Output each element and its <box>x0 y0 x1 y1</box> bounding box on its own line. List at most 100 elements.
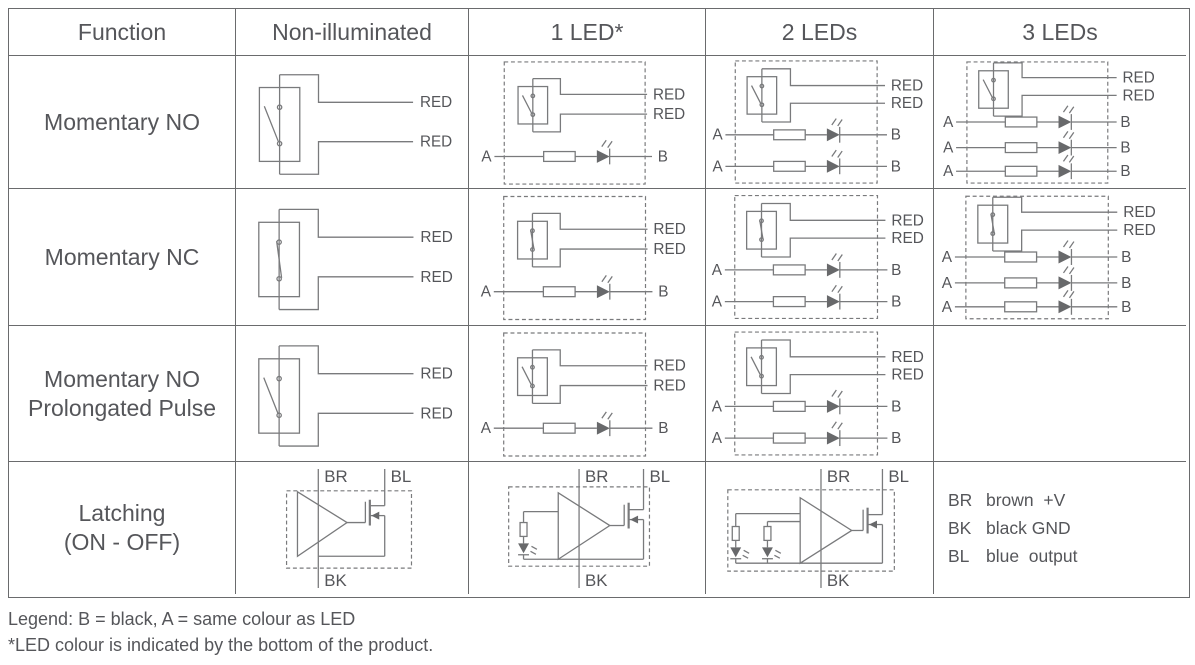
wires <box>522 469 645 588</box>
wire-label-b: B <box>1121 249 1131 266</box>
resistor-led-symbol <box>1004 289 1075 316</box>
wire-label-bk: BK <box>827 571 850 590</box>
resistor-led-symbol <box>542 411 613 437</box>
cell-momentary-nc-non-illuminated: RED RED <box>236 189 469 326</box>
wire-label-red: RED <box>420 134 452 151</box>
wires <box>493 349 653 429</box>
wire-label-b: B <box>1120 163 1130 180</box>
row-label-text-line1: Latching <box>78 500 166 527</box>
header-3-leds-label: 3 LEDs <box>1022 18 1098 45</box>
wire-label-b: B <box>1120 114 1130 131</box>
legend-desc: blue output <box>986 545 1078 566</box>
wire-label-bl: BL <box>888 467 909 486</box>
legend-desc: brown +V <box>986 489 1066 510</box>
wire-label-b: B <box>891 430 901 447</box>
header-3-leds: 3 LEDs <box>934 9 1186 56</box>
switch-nc-symbol <box>745 202 778 258</box>
diagram-latching-2-leds: BR BL BK <box>727 467 909 590</box>
wire-label-a: A <box>712 398 723 415</box>
dashed-enclosure <box>734 331 879 456</box>
footer-legend: Legend: B = black, A = same colour as LE… <box>8 606 433 658</box>
switch-nc-symbol <box>977 196 1009 252</box>
legend-desc: black GND <box>986 517 1071 538</box>
wire-label-a: A <box>712 158 723 175</box>
wire-label-b: B <box>891 398 901 415</box>
wire-label-b: B <box>891 127 901 144</box>
wire-label-red: RED <box>653 221 685 238</box>
cell-momentary-no-2-leds: RED RED A B A B <box>706 56 934 189</box>
switch-no-symbol <box>745 339 778 395</box>
resistor-led-vertical-symbol <box>517 521 538 560</box>
wire-label-bk: BK <box>324 571 347 590</box>
row-label-momentary-no-prolongated-pulse: Momentary NO Prolongated Pulse <box>9 326 236 462</box>
diagram-switch-no-1-led: RED RED A B <box>481 332 686 457</box>
wire-label-b: B <box>891 262 901 279</box>
resistor-led-symbol <box>1004 105 1075 131</box>
wires <box>279 208 414 311</box>
wires <box>494 78 653 158</box>
switch-no-symbol <box>746 68 778 123</box>
amplifier-symbol <box>557 491 611 561</box>
wire-label-a: A <box>943 140 954 157</box>
wire-label-red: RED <box>653 86 685 103</box>
cell-momentary-nc-1-led: RED RED A B <box>469 189 706 326</box>
legend-row-bl: BL blue output <box>948 546 1186 567</box>
amplifier-symbol <box>296 490 349 558</box>
wire-label-red: RED <box>1123 70 1155 87</box>
cell-momentary-no-pp-3-leds-empty <box>934 326 1186 462</box>
diagram-switch-nc-1-led: RED RED A B <box>481 195 686 321</box>
diagram-switch-nc-3-leds: RED RED A B A B A B <box>942 195 1156 320</box>
wire-label-br: BR <box>324 467 347 486</box>
wire-label-red: RED <box>653 241 685 258</box>
wire-label-red: RED <box>420 269 452 286</box>
wire-label-bk: BK <box>585 571 608 590</box>
wire-label-b: B <box>658 284 668 301</box>
header-2-leds-label: 2 LEDs <box>781 18 858 45</box>
wire-label-a: A <box>942 275 953 292</box>
wire-label-red: RED <box>891 212 923 229</box>
wire-label-red: RED <box>653 358 685 375</box>
header-2-leds: 2 LEDs <box>706 9 934 56</box>
diagram-switch-no-3-leds: RED RED A B A B A B <box>943 61 1155 184</box>
wire-label-red: RED <box>891 77 923 94</box>
wires <box>279 345 414 447</box>
row-label-text: Momentary NO <box>44 108 200 135</box>
header-function-label: Function <box>77 18 167 45</box>
dashed-enclosure <box>285 490 413 569</box>
row-label-text-line2: (ON - OFF) <box>63 529 181 555</box>
switch-nc-symbol <box>516 212 548 268</box>
diagram-switch-nc: RED RED <box>258 208 453 311</box>
diagram-latching-1-led: BR BL BK <box>508 467 670 590</box>
wiring-function-table: Function Non-illuminated 1 LED* 2 LEDs 3… <box>8 8 1190 598</box>
wire-label-b: B <box>1121 299 1131 316</box>
diagram-latching: BR BL BK <box>285 467 413 590</box>
resistor-led-vertical-symbol <box>729 525 750 564</box>
switch-no-symbol <box>517 78 549 133</box>
resistor-led-symbol <box>772 421 843 447</box>
wire-label-b: B <box>891 158 901 175</box>
resistor-led-symbol <box>543 139 613 165</box>
mosfet-symbol <box>364 499 385 526</box>
header-function: Function <box>9 9 236 56</box>
row-label-momentary-no: Momentary NO <box>9 56 236 189</box>
diagram-switch-nc-2-leds: RED RED A B A B <box>712 194 924 320</box>
cell-momentary-no-pp-non-illuminated: RED RED <box>236 326 469 462</box>
diagram-switch-no: RED RED <box>258 74 452 175</box>
cell-momentary-nc-3-leds: RED RED A B A B A B <box>934 189 1186 326</box>
mosfet-symbol <box>623 502 644 529</box>
cell-momentary-no-pp-2-leds: RED RED A B A B <box>706 326 934 462</box>
resistor-led-symbol <box>772 284 843 311</box>
header-1-led: 1 LED* <box>469 9 706 56</box>
header-non-illuminated-label: Non-illuminated <box>272 18 432 45</box>
diagram-switch-no-2-leds: RED RED A B A B <box>712 60 923 184</box>
wire-label-a: A <box>712 430 723 447</box>
wire-label-red: RED <box>420 229 452 246</box>
switch-no-symbol <box>258 345 301 447</box>
wire-label-b: B <box>658 148 668 165</box>
resistor-led-symbol <box>1004 154 1075 180</box>
switch-no-symbol <box>258 74 301 175</box>
wires <box>279 74 414 175</box>
wires <box>493 212 653 293</box>
row-label-text: Momentary NC <box>44 243 200 270</box>
dashed-enclosure <box>734 60 878 184</box>
